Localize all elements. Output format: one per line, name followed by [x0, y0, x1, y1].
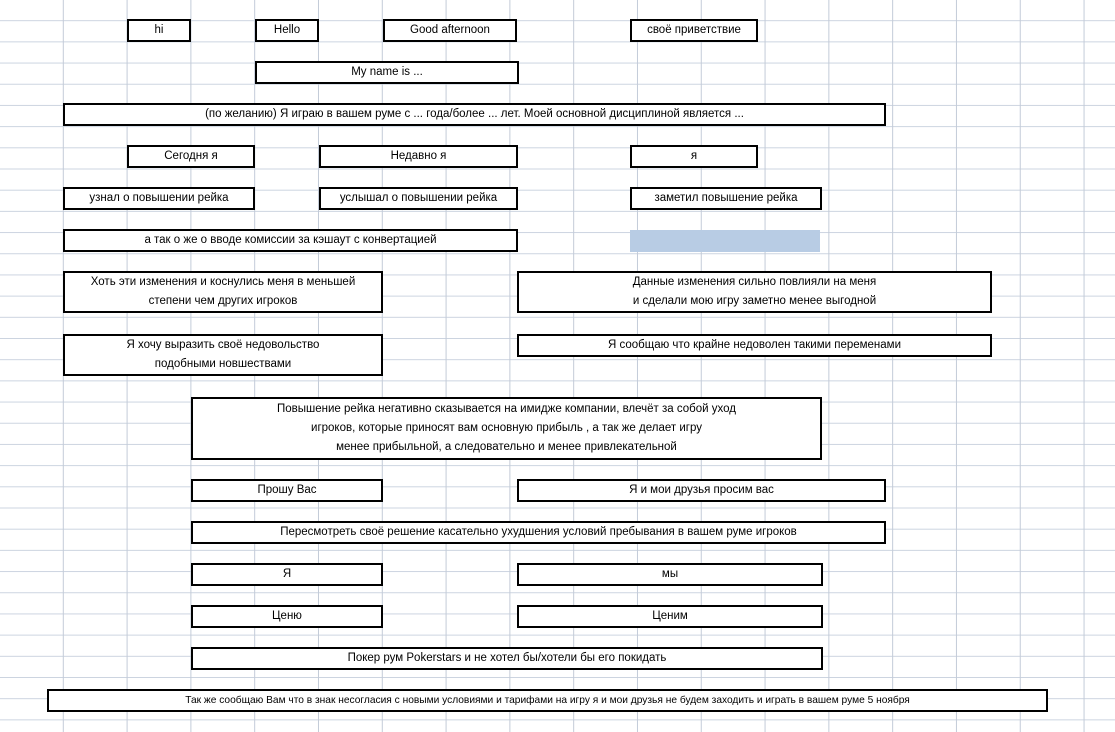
textbox-though-changes-line2: степени чем других игроков [148, 295, 298, 307]
textbox-i-line: я [690, 150, 698, 162]
textbox-poker-room[interactable]: Покер рум Pokerstars и не хотел бы/хотел… [191, 647, 823, 670]
textbox-pronoun-we-line: мы [661, 568, 679, 580]
textbox-i-ask-you-line: Прошу Вас [257, 484, 317, 496]
textbox-also-commission-line: а так о же о вводе комиссии за кэшаут с … [144, 234, 437, 246]
textbox-my-name-is[interactable]: My name is ... [255, 61, 519, 84]
textbox-heard-about-rake[interactable]: услышал о повышении рейка [319, 187, 518, 210]
textbox-poker-room-line: Покер рум Pokerstars и не хотел бы/хотел… [347, 652, 667, 664]
textbox-i-ask-you[interactable]: Прошу Вас [191, 479, 383, 502]
textbox-greeting-hi-line: hi [154, 24, 164, 36]
textbox-express-dissatisfaction[interactable]: Я хочу выразить своё недовольство подобн… [63, 334, 383, 376]
textbox-value-i[interactable]: Ценю [191, 605, 383, 628]
textbox-rake-impact-paragraph[interactable]: Повышение рейка негативно сказывается на… [191, 397, 822, 460]
textbox-i[interactable]: я [630, 145, 758, 168]
textbox-these-changes-impact-line2: и сделали мою игру заметно менее выгодно… [632, 295, 877, 307]
textbox-learned-about-rake-line: узнал о повышении рейка [89, 192, 229, 204]
textbox-pronoun-i-line: Я [282, 568, 292, 580]
textbox-value-we[interactable]: Ценим [517, 605, 823, 628]
textbox-express-dissatisfaction-line2: подобными новшествами [154, 358, 292, 370]
textbox-though-changes-line1: Хоть эти изменения и коснулись меня в ме… [90, 276, 356, 288]
textbox-today-i[interactable]: Сегодня я [127, 145, 255, 168]
textbox-greeting-own-line: своё приветствие [647, 24, 741, 36]
textbox-we-ask-you-line: Я и мои друзья просим вас [629, 484, 774, 496]
textbox-greeting-hi[interactable]: hi [127, 19, 191, 42]
textbox-greeting-hello-line: Hello [273, 24, 301, 36]
textbox-noticed-rake[interactable]: заметил повышение рейка [630, 187, 822, 210]
textbox-learned-about-rake[interactable]: узнал о повышении рейка [63, 187, 255, 210]
textbox-though-changes[interactable]: Хоть эти изменения и коснулись меня в ме… [63, 271, 383, 313]
textbox-rake-impact-line1: Повышение рейка негативно сказывается на… [277, 403, 736, 415]
textbox-greeting-good-afternoon[interactable]: Good afternoon [383, 19, 517, 42]
textbox-greeting-own[interactable]: своё приветствие [630, 19, 758, 42]
textbox-value-i-line: Ценю [272, 610, 302, 622]
textbox-final-notice-line: Так же сообщаю Вам что в знак несогласия… [185, 695, 910, 706]
textbox-report-dissatisfaction-line: Я сообщаю что крайне недоволен такими пе… [607, 339, 902, 351]
textbox-value-we-line: Ценим [652, 610, 688, 622]
textbox-these-changes-impact-line1: Данные изменения сильно повлияли на меня [632, 276, 877, 288]
textbox-noticed-rake-line: заметил повышение рейка [654, 192, 798, 204]
textbox-final-notice[interactable]: Так же сообщаю Вам что в знак несогласия… [47, 689, 1048, 712]
textbox-we-ask-you[interactable]: Я и мои друзья просим вас [517, 479, 886, 502]
textbox-also-commission[interactable]: а так о же о вводе комиссии за кэшаут с … [63, 229, 518, 252]
textbox-greeting-hello[interactable]: Hello [255, 19, 319, 42]
textbox-rake-impact-line2: игроков, которые приносят вам основную п… [311, 422, 702, 434]
textbox-report-dissatisfaction[interactable]: Я сообщаю что крайне недоволен такими пе… [517, 334, 992, 357]
textbox-rake-impact-line3: менее прибыльной, а следовательно и мене… [336, 441, 677, 453]
textbox-reconsider-decision[interactable]: Пересмотреть своё решение касательно уху… [191, 521, 886, 544]
textbox-intro-optional[interactable]: (по желанию) Я играю в вашем руме с ... … [63, 103, 886, 126]
textbox-my-name-is-line: My name is ... [351, 66, 423, 78]
textbox-heard-about-rake-line: услышал о повышении рейка [339, 192, 498, 204]
selected-cell-highlight[interactable] [630, 230, 820, 252]
textbox-intro-optional-line: (по желанию) Я играю в вашем руме с ... … [205, 108, 744, 120]
textbox-these-changes-impact[interactable]: Данные изменения сильно повлияли на меня… [517, 271, 992, 313]
textbox-today-i-line: Сегодня я [164, 150, 218, 162]
textbox-pronoun-i[interactable]: Я [191, 563, 383, 586]
textbox-express-dissatisfaction-line1: Я хочу выразить своё недовольство [126, 339, 320, 351]
textbox-recently-i[interactable]: Недавно я [319, 145, 518, 168]
textbox-reconsider-decision-line: Пересмотреть своё решение касательно уху… [280, 526, 797, 538]
textbox-greeting-good-afternoon-line: Good afternoon [410, 24, 490, 36]
textbox-pronoun-we[interactable]: мы [517, 563, 823, 586]
textbox-recently-i-line: Недавно я [390, 150, 447, 162]
